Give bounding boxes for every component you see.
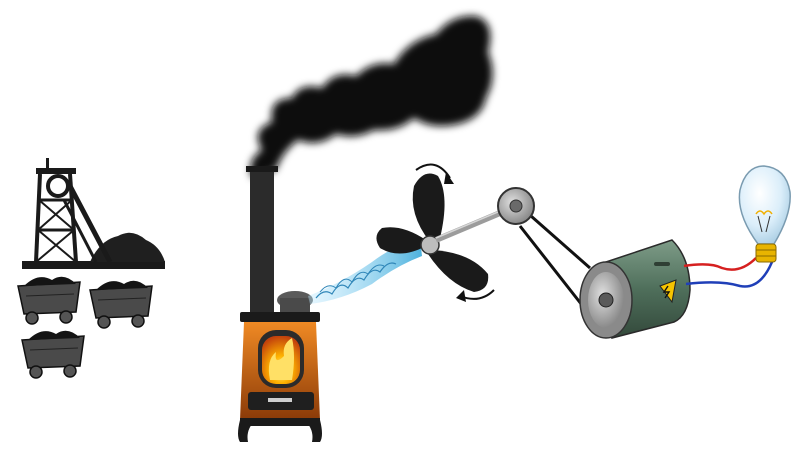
steam-icon [308, 238, 422, 304]
smoke-plume-icon [250, 15, 493, 179]
mine-cart-icon [21, 330, 85, 379]
wood-stove-icon [238, 166, 322, 442]
mine-cart-icon [89, 280, 153, 329]
light-bulb-icon [738, 165, 791, 263]
wire-icon [683, 257, 774, 288]
propeller-turbine-icon [376, 163, 514, 302]
mine-headframe-icon [22, 158, 165, 269]
mine-cart-icon [17, 276, 81, 325]
electric-generator-icon [579, 239, 691, 339]
